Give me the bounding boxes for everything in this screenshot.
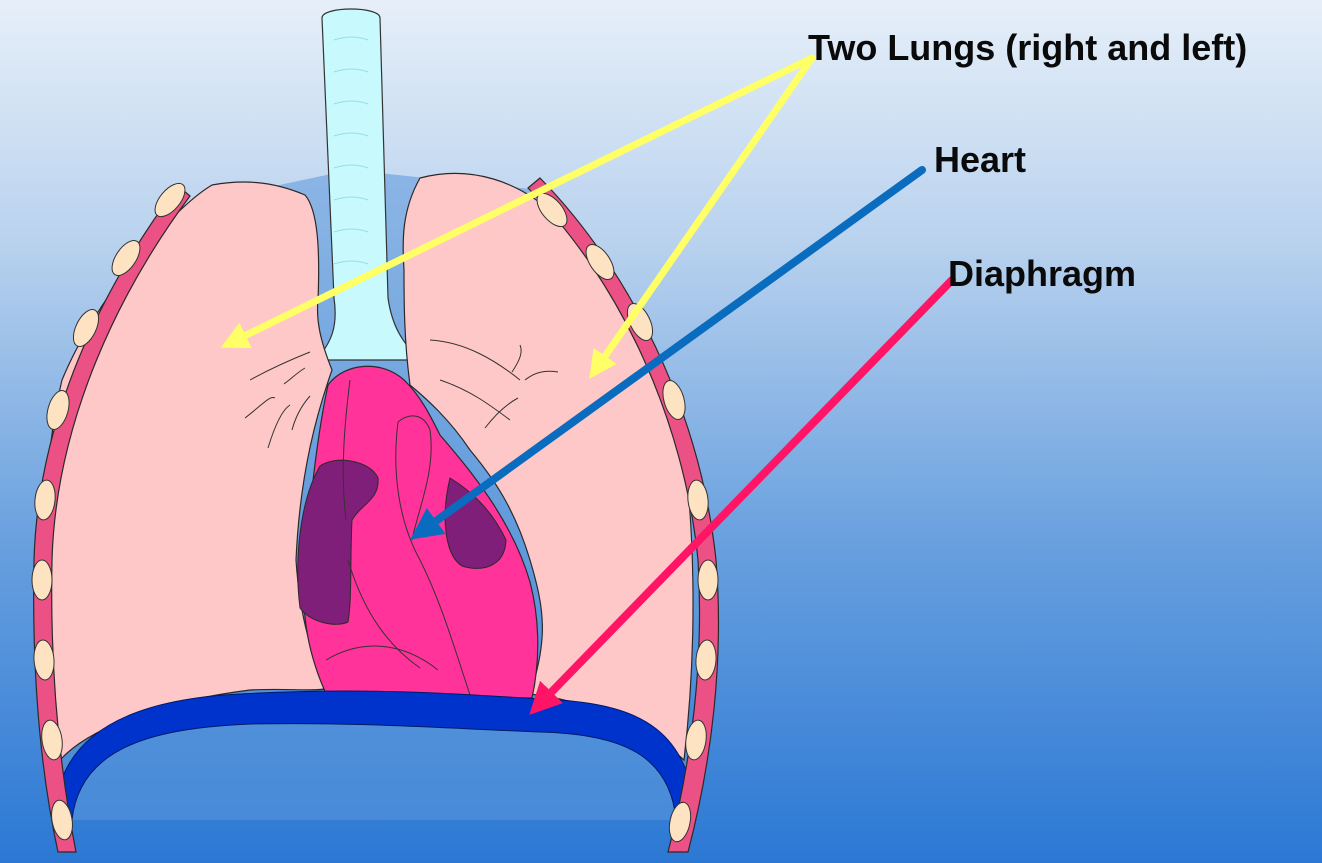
- diaphragm-label: Diaphragm: [948, 254, 1136, 294]
- heart-label: Heart: [934, 140, 1026, 180]
- rib-bone: [698, 560, 718, 600]
- right-lung: [44, 182, 332, 760]
- lungs-label: Two Lungs (right and left): [808, 28, 1247, 68]
- rib-bone: [32, 560, 52, 600]
